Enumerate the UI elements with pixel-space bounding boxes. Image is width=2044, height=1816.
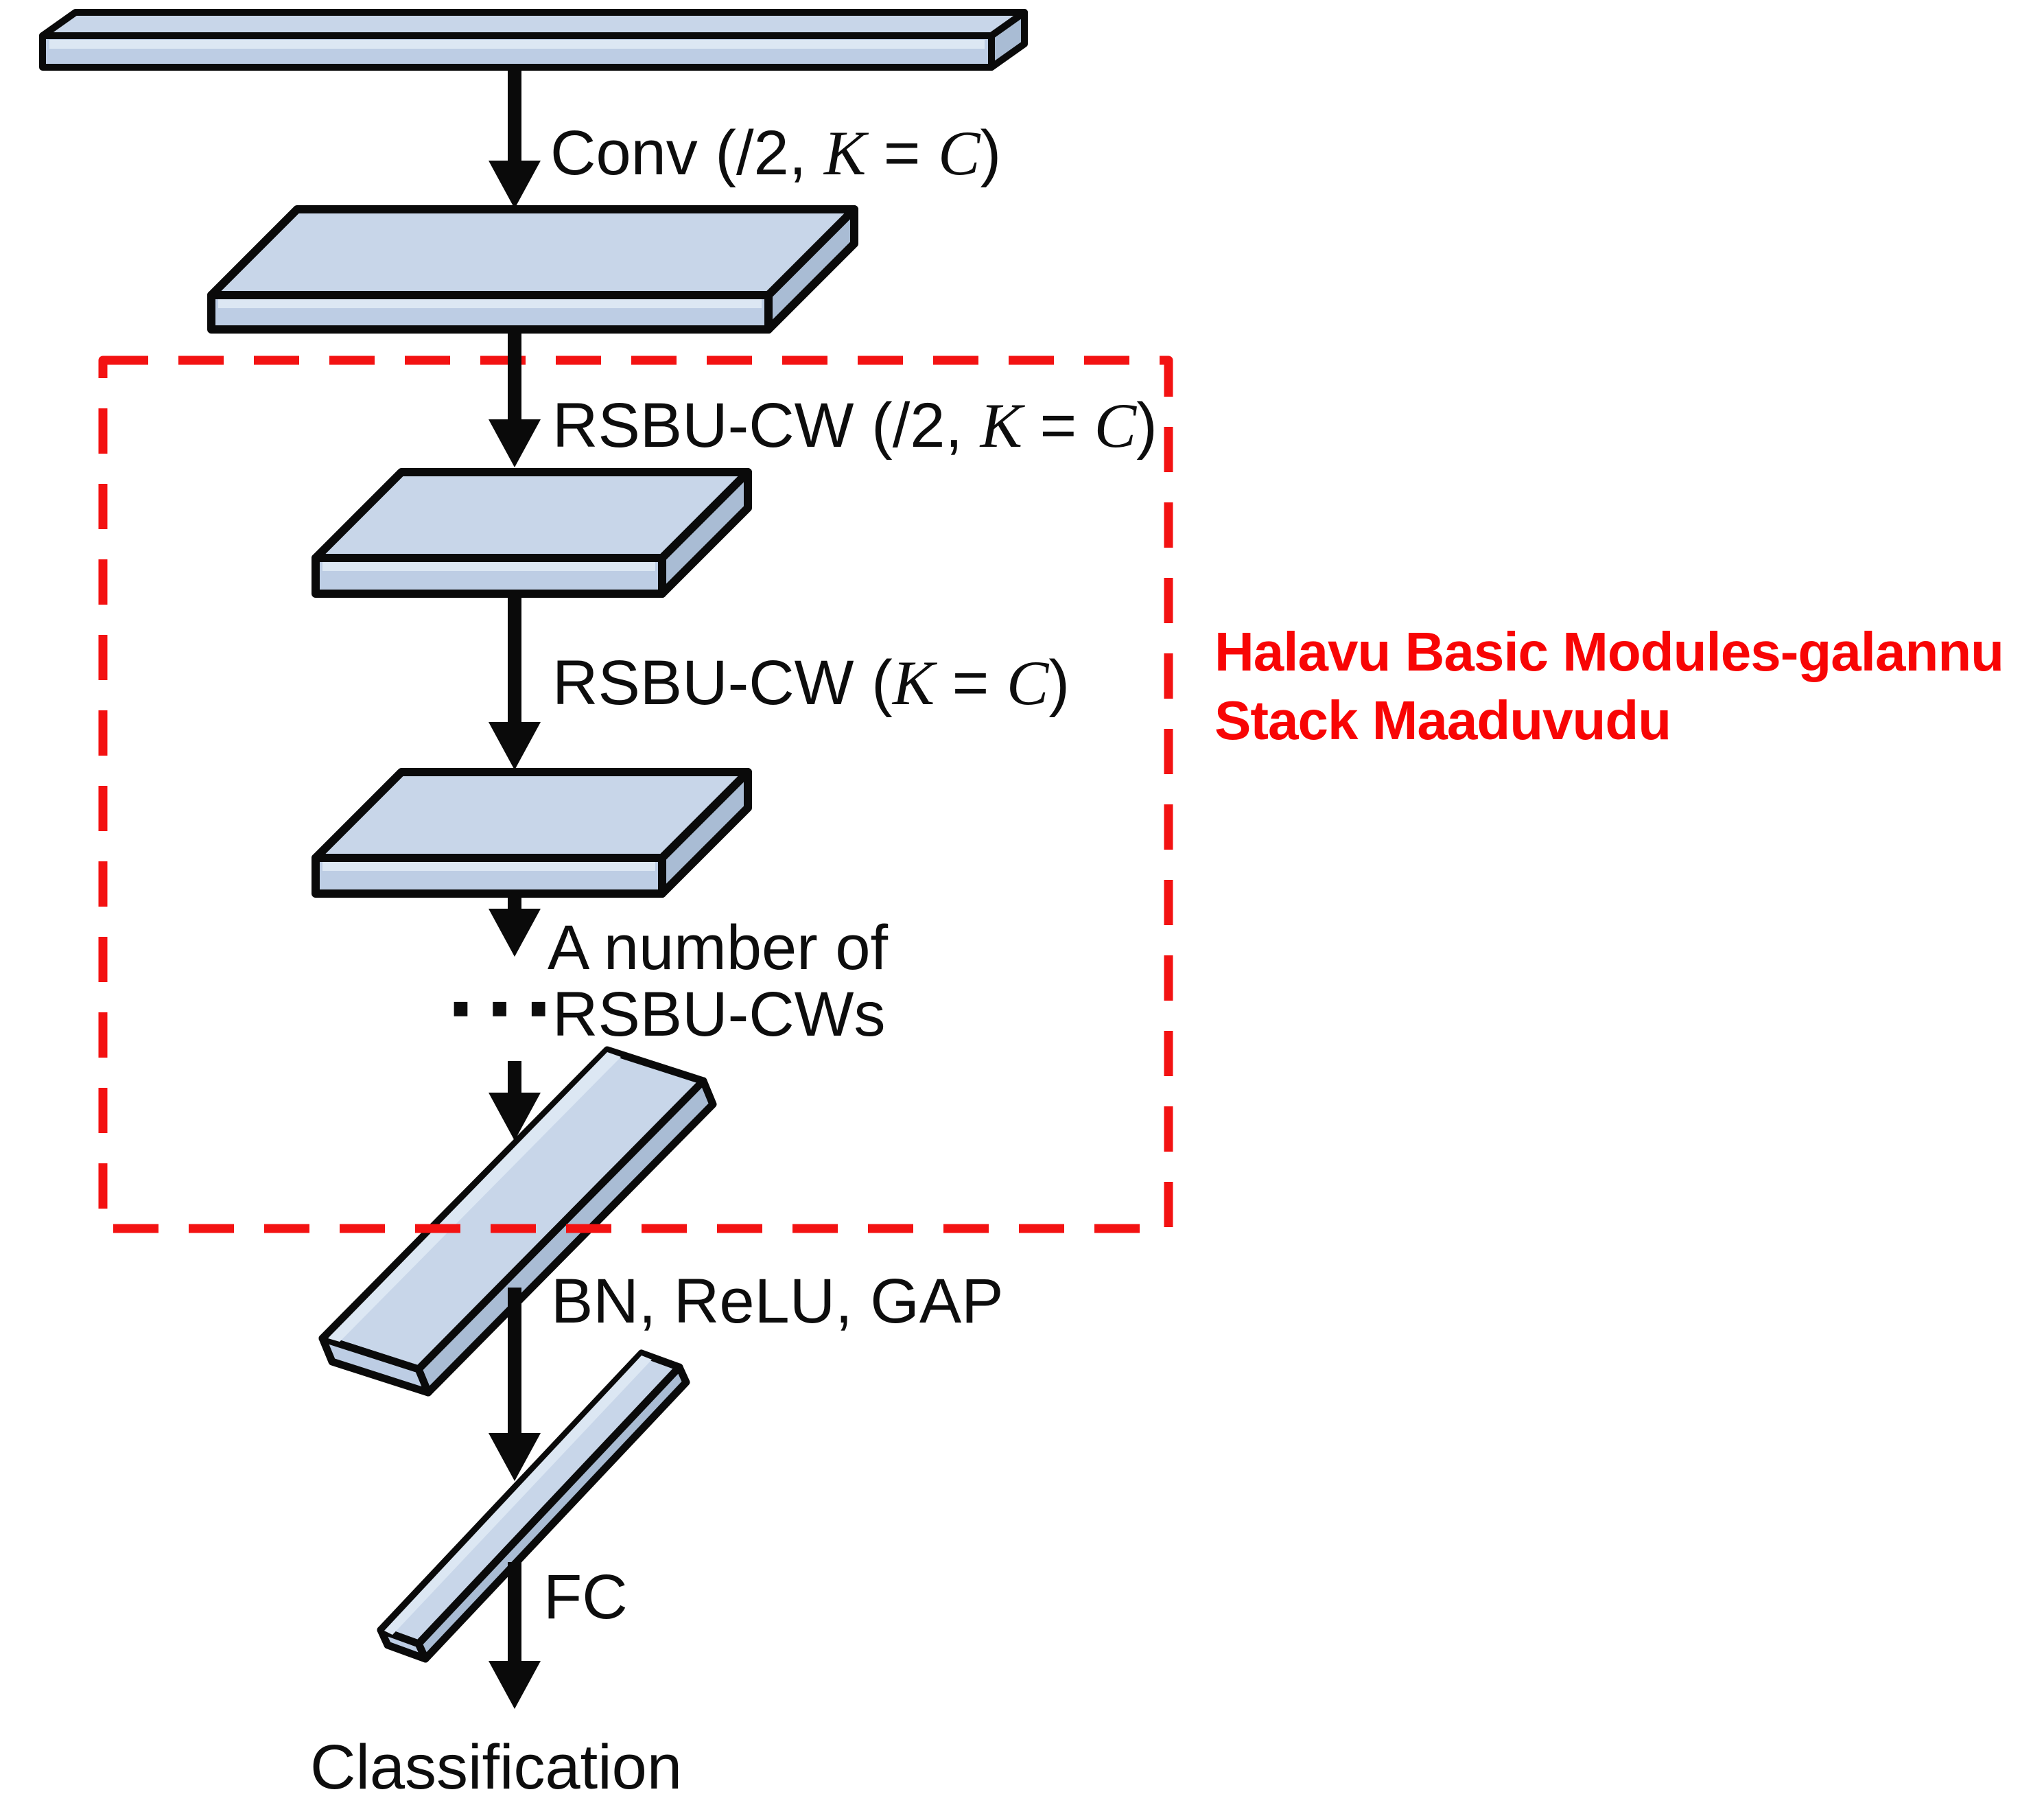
fc-bar-end-cap: [377, 1626, 430, 1663]
stack-annotation-line1: Halavu Basic Modules-galannu: [1214, 621, 2004, 682]
bn-relu-gap-label: BN, ReLU, GAP: [551, 1266, 1004, 1336]
fc-bar-main-face: [377, 1349, 683, 1648]
stack-output-arrow-icon: [489, 1061, 541, 1141]
gap-feature-bar: [318, 1046, 717, 1397]
input-bar-highlight: [49, 40, 985, 49]
ellipsis-dots-icon: ···: [447, 954, 564, 1062]
gap-bar-end-cap: [318, 1334, 432, 1397]
input-bar-end-cap: [988, 9, 1028, 71]
conv-label: Conv (/2, K = C): [550, 118, 1002, 188]
stack-annotation-line2: Stack Maaduvudu: [1214, 690, 1671, 751]
fc-label: FC: [543, 1562, 628, 1632]
conv-arrow-icon: [489, 69, 541, 209]
rsbu-cws-label: RSBU-CWs: [552, 979, 886, 1049]
fc-vector-bar: [377, 1349, 690, 1663]
slab2-highlight: [322, 562, 655, 571]
rsbu2-label: RSBU-CW (K = C): [552, 648, 1070, 718]
feature-map-slab-1: [207, 205, 858, 334]
stack-annotation-text: Halavu Basic Modules-galannu Stack Maadu…: [1214, 618, 2004, 755]
fc-bar-highlight: [384, 1355, 652, 1635]
a-number-of-label: A number of: [548, 913, 889, 983]
slab1-highlight: [218, 299, 762, 308]
fc-arrow-icon: [489, 1562, 541, 1709]
basic-modules-dashed-box: [98, 356, 1173, 1233]
feature-map-slab-3: [312, 768, 752, 898]
bn-relu-gap-arrow-icon: [489, 1288, 541, 1481]
rsbu-cw-arrow-1-icon: [489, 330, 541, 467]
feature-map-slab-2: [312, 468, 752, 598]
rsbu1-label: RSBU-CW (/2, K = C): [552, 391, 1158, 461]
rsbu-cw-arrow-2-icon: [489, 594, 541, 770]
slab3-highlight: [322, 862, 655, 871]
more-rsbu-arrow-icon: [489, 892, 541, 957]
slab1-top-face: [207, 205, 858, 299]
gap-bar-highlight: [328, 1052, 621, 1342]
classification-label: Classification: [310, 1732, 682, 1802]
input-bar-top-face: [39, 9, 1028, 39]
input-signal-bar: [39, 9, 1028, 71]
